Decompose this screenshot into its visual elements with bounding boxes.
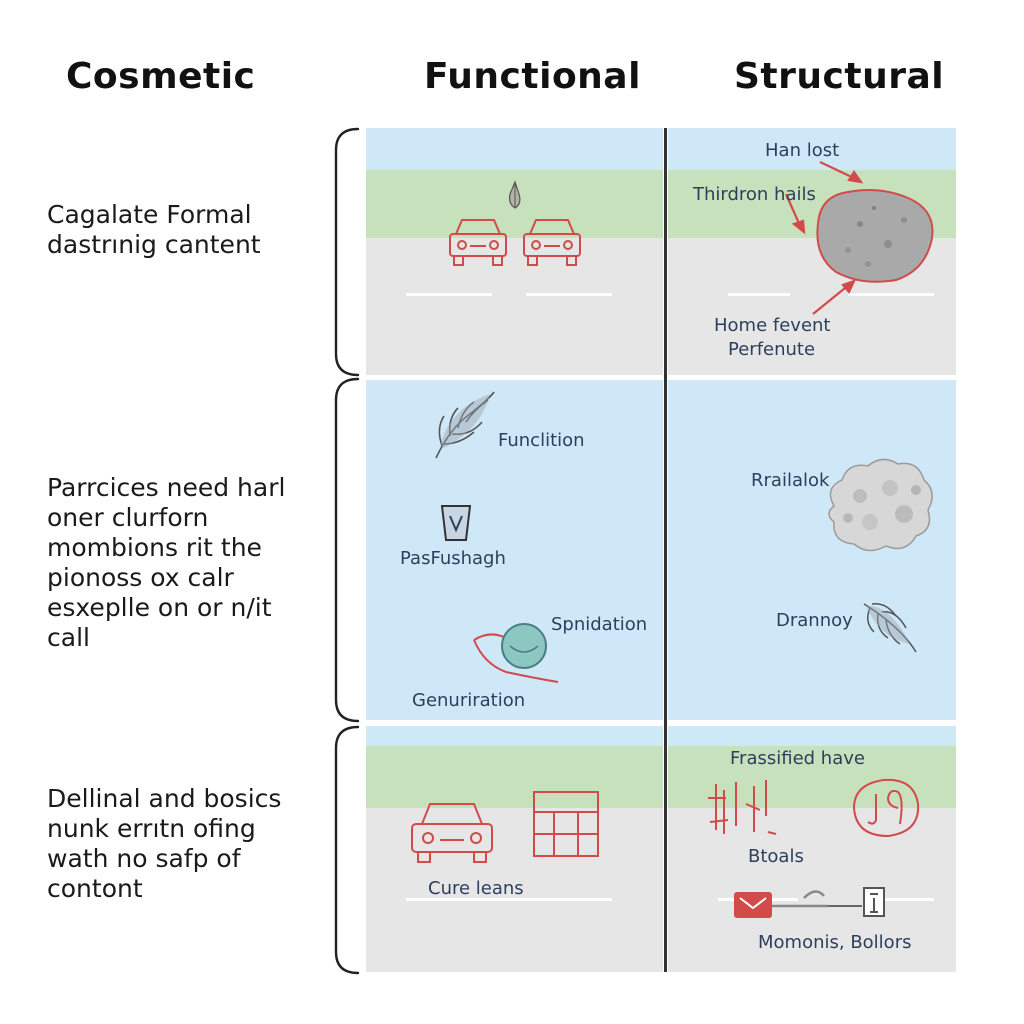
row-3-functional-panel: Cure leans (366, 726, 663, 972)
r2s-label-2: Drannoy (776, 610, 853, 631)
scribble-icon (708, 780, 777, 835)
row-2-functional-panel: Funclition PasFushagh Spnidation Genurir… (366, 380, 663, 720)
row-3-label: Dellinal and bosics nunk errıtn ofing wa… (47, 784, 337, 904)
r2f-label-3: Spnidation (551, 614, 648, 635)
r3f-label-1: Cure leans (428, 878, 524, 899)
row-3-structural-panel: Frassified have Btoals Momonis, Bollors (668, 726, 956, 972)
feather-icon (435, 391, 495, 459)
circled-figure-icon (852, 778, 920, 838)
row-2-brace (334, 377, 360, 723)
car-icon (523, 219, 581, 266)
row-1-brace (334, 127, 360, 377)
road-marking (406, 293, 492, 296)
row-1-label: Cagalate Formal dastrınig cantent (47, 200, 337, 260)
road-marking (526, 293, 612, 296)
row-2-label: Parrcices need harl oner clurforn mombio… (47, 473, 337, 653)
row-1-structural-panel: Han lost Thirdron hails Home fevent Perf… (668, 128, 956, 375)
r2s-label-1: Rrailalok (751, 470, 830, 491)
row-2-line-1: Parrcices need harl (47, 473, 286, 502)
r3s-label-3: Momonis, Bollors (758, 932, 912, 953)
car-icon (411, 803, 493, 863)
row-1-functional-panel (366, 128, 663, 375)
cosmetic-header: Cosmetic (66, 56, 256, 97)
leaf-icon (508, 180, 521, 209)
row-2-line-6: call (47, 623, 90, 652)
rock-icon (816, 189, 934, 283)
r2f-label-4: Genuriration (412, 690, 526, 711)
row-1-line-2: dastrınig cantent (47, 230, 261, 259)
column-divider (664, 128, 667, 972)
r2f-label-1: Funclition (498, 430, 585, 451)
feather-icon (863, 603, 917, 653)
r1s-label-bottom-2: Perfenute (728, 339, 816, 360)
pipe-tools-icon (734, 887, 885, 918)
structural-header: Structural (734, 56, 945, 97)
magnifier-icon (473, 623, 559, 683)
sky-band (668, 726, 956, 746)
r3s-label-1: Frassified have (730, 748, 865, 769)
arrow-annotations (784, 161, 864, 315)
road-marking (864, 898, 934, 901)
row-2-line-3: mombions rit the (47, 533, 262, 562)
sky-band (366, 128, 663, 170)
sky-band (366, 726, 663, 746)
car-icon (449, 219, 507, 266)
road-marking (728, 293, 790, 296)
row-2-line-2: oner clurforn (47, 503, 209, 532)
row-2-line-5: esxeplle on or n/it (47, 593, 272, 622)
road-marking (406, 898, 612, 901)
row-3-line-4: contont (47, 874, 143, 903)
row-1-line-1: Cagalate Formal (47, 200, 252, 229)
row-2-line-4: pionoss ox calr (47, 563, 234, 592)
r1s-label-top: Han lost (765, 140, 840, 161)
grass-band (366, 746, 663, 808)
row-3-brace (334, 725, 360, 975)
row-3-line-3: wath no safp of (47, 844, 241, 873)
r2f-label-2: PasFushagh (400, 548, 506, 569)
row-2-structural-panel: Rrailalok Drannoy (668, 380, 956, 720)
sky-band (668, 128, 956, 170)
r1s-label-bottom-1: Home fevent (714, 315, 831, 336)
r3s-label-2: Btoals (748, 846, 804, 867)
row-3-line-1: Dellinal and bosics (47, 784, 282, 813)
r1s-label-mid: Thirdron hails (693, 184, 816, 205)
crumbled-debris-icon (828, 458, 933, 552)
road-marking (848, 293, 934, 296)
functional-header: Functional (424, 56, 641, 97)
window-frame-icon (533, 791, 599, 857)
row-3-line-2: nunk errıtn ofing (47, 814, 256, 843)
filter-box-icon (440, 505, 472, 541)
